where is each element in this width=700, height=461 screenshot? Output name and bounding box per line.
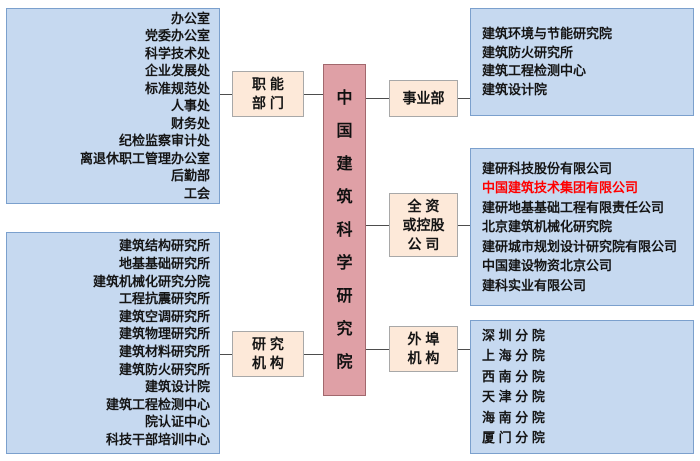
connector-line [366,225,389,226]
connector-line [220,354,232,355]
list-item: 工会 [183,185,210,201]
list-item: 财务处 [170,115,210,131]
list-item: 标准规范处 [144,80,210,96]
holding-companies-label: 全 资 或控股 公 司 [389,193,458,257]
connector-line [366,98,389,99]
list-item: 建筑防火研究所 [118,361,210,377]
list-item: 纪检监察审计处 [118,133,210,149]
business-division-label: 事业部 [389,80,458,117]
connector-line [458,349,470,350]
research-institutions-list: 建筑结构研究所 地基基础研究所 建筑机械化研究分院 工程抗震研究所 建筑空调研究… [6,232,220,454]
list-item: 北京建筑机械化研究院 [482,219,613,235]
list-item: 深 圳 分 院 [482,327,545,343]
list-item: 建筑工程检测中心 [105,396,210,412]
list-item: 建研城市规划设计研究院有限公司 [482,238,678,254]
list-item: 西 南 分 院 [482,368,545,384]
list-item: 建研科技股份有限公司 [482,160,613,176]
external-branches-label: 外 埠 机 构 [389,326,458,372]
research-institutions-label: 研 究 机 构 [232,331,304,377]
list-item: 地基基础研究所 [118,256,210,272]
list-item: 建筑设计院 [482,81,548,97]
connector-line [304,354,323,355]
list-item: 人事处 [170,98,210,114]
list-item: 科学技术处 [144,45,210,61]
root-node-china-academy-of-building-research: 中 国 建 筑 科 学 研 究 院 [323,64,366,396]
list-item: 建筑设计院 [144,379,210,395]
business-division-list: 建筑环境与节能研究院 建筑防火研究所 建筑工程检测中心 建筑设计院 [470,8,694,116]
list-item: 建筑防火研究所 [482,44,574,60]
list-item: 天 津 分 院 [482,389,545,404]
list-item: 厦 门 分 院 [482,430,545,445]
list-item: 后勤部 [170,168,210,184]
list-item: 科技干部培训中心 [105,431,210,447]
list-item: 企业发展处 [144,63,210,79]
list-item: 离退休职工管理办公室 [79,150,210,166]
list-item: 上 海 分 院 [482,348,545,363]
connector-line [458,98,470,99]
holding-companies-list: 建研科技股份有限公司 中国建筑技术集团有限公司 建研地基基础工程有限责任公司 北… [470,148,694,306]
list-item: 建筑工程检测中心 [482,63,587,78]
connector-line [458,225,470,226]
functional-departments-list: 办公室 党委办公室 科学技术处 企业发展处 标准规范处 人事处 财务处 纪检监察… [6,8,220,204]
list-item: 建筑环境与节能研究院 [482,26,613,41]
connector-line [220,94,232,95]
external-branches-list: 深 圳 分 院 上 海 分 院 西 南 分 院 天 津 分 院 海 南 分 院 … [470,320,694,454]
list-item: 建筑材料研究所 [118,344,210,359]
connector-line [366,349,389,350]
functional-departments-label: 职 能 部 门 [232,71,304,117]
list-item: 中国建设物资北京公司 [482,258,613,274]
list-item: 建科实业有限公司 [482,277,587,293]
list-item-highlighted: 中国建筑技术集团有限公司 [482,180,639,196]
list-item: 工程抗震研究所 [118,291,210,307]
list-item: 建筑机械化研究分院 [92,273,210,289]
list-item: 建筑空调研究所 [118,308,210,324]
list-item: 建研地基基础工程有限责任公司 [482,199,665,215]
list-item: 建筑结构研究所 [118,238,210,254]
list-item: 海 南 分 院 [482,409,545,425]
list-item: 党委办公室 [144,28,210,44]
list-item: 建筑物理研究所 [118,326,210,342]
list-item: 院认证中心 [144,414,210,430]
connector-line [304,94,323,95]
list-item: 办公室 [170,10,210,26]
